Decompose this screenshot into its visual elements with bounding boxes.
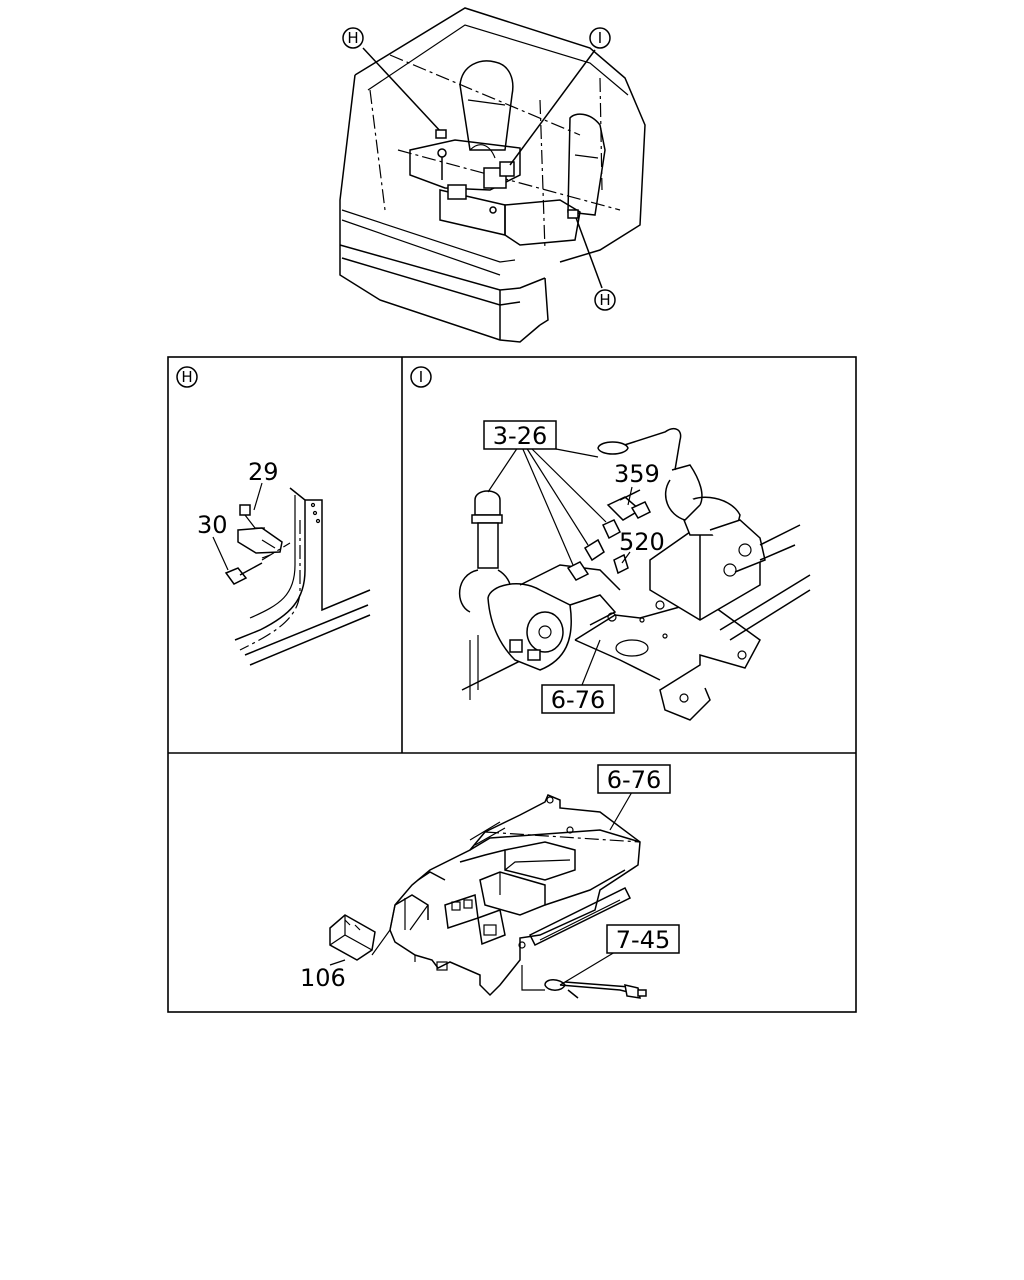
- box-ref-7-45: 7-45: [606, 924, 680, 954]
- label-part-106: 106: [300, 964, 346, 992]
- callout-i-top: I: [589, 27, 611, 49]
- label-part-520: 520: [619, 528, 665, 556]
- panel-console-detail: 6-76 7-45 106: [300, 764, 680, 999]
- label-part-29: 29: [248, 458, 279, 486]
- svg-text:H: H: [347, 29, 358, 47]
- panel-h-detail: H 29 30: [176, 366, 371, 666]
- svg-text:I: I: [598, 29, 602, 47]
- panel-frames: [167, 356, 857, 1013]
- cab-overview: H I H: [339, 7, 646, 343]
- label-part-359: 359: [614, 460, 660, 488]
- svg-text:6-76: 6-76: [551, 686, 605, 714]
- box-ref-6-76-upper: 6-76: [541, 684, 615, 714]
- panel-i-detail: I: [410, 366, 811, 721]
- svg-text:H: H: [599, 291, 610, 309]
- box-ref-3-26: 3-26: [483, 420, 557, 450]
- svg-text:H: H: [181, 368, 192, 386]
- callout-h-top-right: H: [594, 289, 616, 311]
- callout-i-panel: I: [410, 366, 432, 388]
- svg-text:3-26: 3-26: [493, 422, 547, 450]
- label-part-30: 30: [197, 511, 228, 539]
- callout-h-panel: H: [176, 366, 198, 388]
- callout-h-top-left: H: [342, 27, 364, 49]
- svg-text:I: I: [419, 368, 423, 386]
- box-ref-6-76-lower: 6-76: [597, 764, 671, 794]
- svg-text:6-76: 6-76: [607, 766, 661, 794]
- svg-text:7-45: 7-45: [616, 926, 670, 954]
